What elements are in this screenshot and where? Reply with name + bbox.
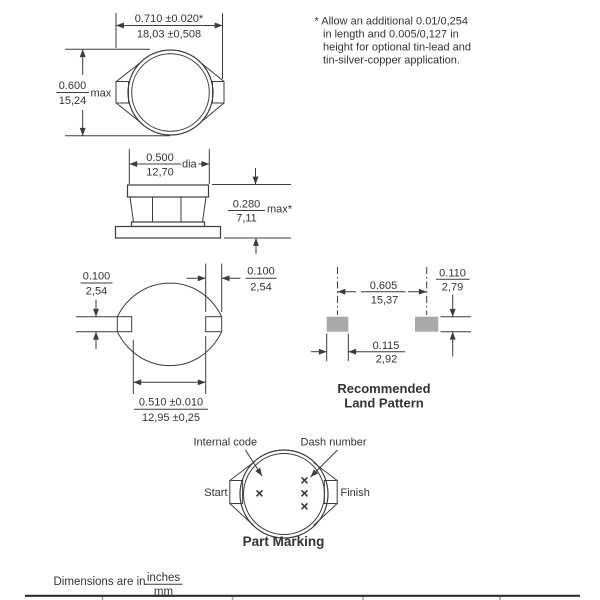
land-pattern-title-line2: Land Pattern xyxy=(344,396,424,411)
dash-number-label: Dash number xyxy=(301,437,367,449)
top-height-mm: 15,24 xyxy=(59,95,87,107)
pad-height-mm: 2,54 xyxy=(86,286,107,298)
land-pattern: 0.605 15,37 0.110 2,79 0.115 2,92 Recomm… xyxy=(311,267,471,411)
land-pad-right xyxy=(415,316,439,332)
land-pattern-title-line1: Recommended xyxy=(337,381,430,396)
side-height-max: max* xyxy=(267,204,293,216)
body-width-mm: 12,95 ±0,25 xyxy=(142,412,200,424)
marking-body-outer xyxy=(239,449,329,539)
terminal-tab-lines xyxy=(229,462,338,526)
internal-code-mark: × xyxy=(255,485,263,501)
side-height-mm: 7,11 xyxy=(236,213,257,225)
diameter-label: dia xyxy=(182,159,198,171)
pitch-inches: 0.605 xyxy=(370,280,398,292)
part-marking-title: Part Marking xyxy=(243,534,325,549)
top-cap xyxy=(126,184,210,198)
land-height-inches: 0.110 xyxy=(439,268,466,280)
body-outline-outer xyxy=(127,49,214,136)
footnote: * Allow an additional 0.01/0,254 in leng… xyxy=(315,16,472,67)
left-pad xyxy=(116,316,133,333)
units-inches: inches xyxy=(147,572,180,584)
left-terminal xyxy=(115,81,129,104)
pad-width-mm: 2,54 xyxy=(250,282,271,294)
coil-step xyxy=(130,221,206,228)
callout-arrow xyxy=(245,449,263,477)
body-bottom-curve xyxy=(116,331,223,366)
footnote-line: tin-silver-copper application. xyxy=(323,55,460,67)
land-height-mm: 2,79 xyxy=(442,282,463,294)
start-terminal xyxy=(229,480,244,504)
top-width-mm: 18,03 ±0,508 xyxy=(137,29,201,41)
callout-arrow xyxy=(310,449,338,478)
top-height-inches: 0.600 xyxy=(59,80,87,92)
dimensions-note: Dimensions are in xyxy=(54,576,146,588)
start-label: Start xyxy=(204,487,227,499)
pitch-mm: 15,37 xyxy=(371,295,399,307)
terminal-tab-lines xyxy=(115,62,225,123)
dash-number-mark: × xyxy=(300,485,308,501)
dash-number-mark: × xyxy=(300,498,308,514)
diameter-inches: 0.500 xyxy=(146,152,174,164)
body-top-curve xyxy=(116,282,223,317)
bottom-view: 0.100 2,54 0.100 2,54 0.510 ±0.010 12,95… xyxy=(76,263,277,424)
body-width-inches: 0.510 ±0.010 xyxy=(139,397,203,409)
coil-winding xyxy=(129,196,207,223)
land-width-inches: 0.115 xyxy=(373,340,400,352)
base-plate xyxy=(114,225,222,239)
top-view: 0.710 ±0.020* 18,03 ±0,508 0.600 15,24 m… xyxy=(56,13,225,137)
pad-width-inches: 0.100 xyxy=(247,266,275,278)
pad-height-inches: 0.100 xyxy=(83,271,111,283)
diameter-mm: 12,70 xyxy=(146,167,174,179)
top-width-inches: 0.710 ±0.020* xyxy=(135,13,204,25)
part-marking: Internal code Dash number Start Finish ×… xyxy=(194,437,370,550)
side-height-inches: 0.280 xyxy=(233,199,261,211)
dash-number-mark: × xyxy=(300,472,308,488)
footer: Dimensions are in inches mm xyxy=(25,572,580,600)
side-view: 0.500 12,70 dia 0.280 7,11 max* xyxy=(114,149,293,254)
land-pad-left xyxy=(326,316,349,332)
right-terminal xyxy=(212,81,225,104)
body-outline-inner xyxy=(131,53,210,132)
internal-code-label: Internal code xyxy=(194,437,258,449)
land-width-mm: 2,92 xyxy=(376,354,397,366)
footnote-line: * Allow an additional 0.01/0,254 xyxy=(315,16,469,28)
finish-terminal xyxy=(323,480,338,504)
footnote-line: height for optional tin-lead and xyxy=(323,42,471,54)
finish-label: Finish xyxy=(341,487,370,499)
top-height-max: max xyxy=(91,88,112,100)
footnote-line: in length and 0.005/0,127 in xyxy=(323,29,459,41)
right-pad xyxy=(205,316,223,333)
